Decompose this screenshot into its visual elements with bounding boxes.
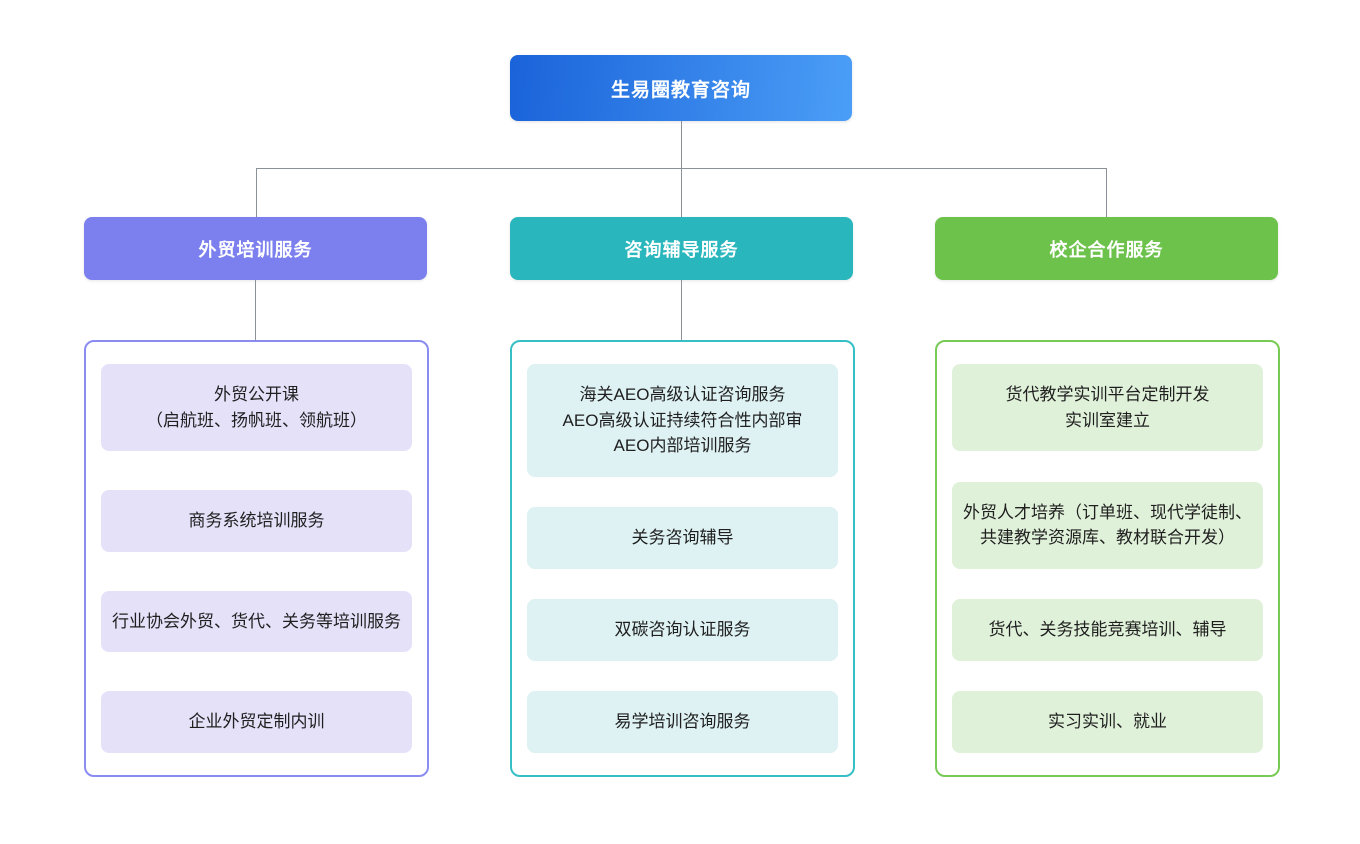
connector-header-panel [255,280,256,340]
service-item: 商务系统培训服务 [101,490,412,552]
service-item: 货代教学实训平台定制开发 实训室建立 [952,364,1263,451]
branch-header: 外贸培训服务 [84,217,427,280]
root-node-label: 生易圈教育咨询 [610,79,751,101]
branch-header: 咨询辅导服务 [510,217,853,280]
branch-consulting: 咨询辅导服务 海关AEO高级认证咨询服务 AEO高级认证持续符合性内部审 AEO… [510,217,855,777]
branch-header-label: 咨询辅导服务 [624,239,739,260]
service-item: 外贸人才培养（订单班、现代学徒制、共建教学资源库、教材联合开发） [952,481,1263,569]
connector-drop-right [1106,168,1107,217]
service-item: 易学培训咨询服务 [527,691,838,753]
branch-header: 校企合作服务 [935,217,1278,280]
service-item: 关务咨询辅导 [527,507,838,569]
branch-school-enterprise: 校企合作服务 货代教学实训平台定制开发 实训室建立 外贸人才培养（订单班、现代学… [935,217,1280,777]
branch-trade-training: 外贸培训服务 外贸公开课 （启航班、扬帆班、领航班） 商务系统培训服务 行业协会… [84,217,429,777]
branch-items-panel: 外贸公开课 （启航班、扬帆班、领航班） 商务系统培训服务 行业协会外贸、货代、关… [84,340,429,777]
branch-header-label: 外贸培训服务 [198,239,313,260]
service-item: 企业外贸定制内训 [101,691,412,753]
service-item: 外贸公开课 （启航班、扬帆班、领航班） [101,364,412,451]
service-item: 实习实训、就业 [952,691,1263,753]
service-item: 双碳咨询认证服务 [527,599,838,661]
branch-header-label: 校企合作服务 [1049,239,1164,260]
connector-header-panel [681,280,682,340]
branch-items-panel: 货代教学实训平台定制开发 实训室建立 外贸人才培养（订单班、现代学徒制、共建教学… [935,340,1280,777]
service-item: 海关AEO高级认证咨询服务 AEO高级认证持续符合性内部审 AEO内部培训服务 [527,364,838,477]
service-item: 货代、关务技能竞赛培训、辅导 [952,599,1263,661]
branch-items-panel: 海关AEO高级认证咨询服务 AEO高级认证持续符合性内部审 AEO内部培训服务 … [510,340,855,777]
connector-root-trunk [681,121,682,217]
root-node: 生易圈教育咨询 [510,55,852,121]
connector-drop-left [256,168,257,217]
connector-crossbar [256,168,1106,169]
service-item: 行业协会外贸、货代、关务等培训服务 [101,590,412,653]
